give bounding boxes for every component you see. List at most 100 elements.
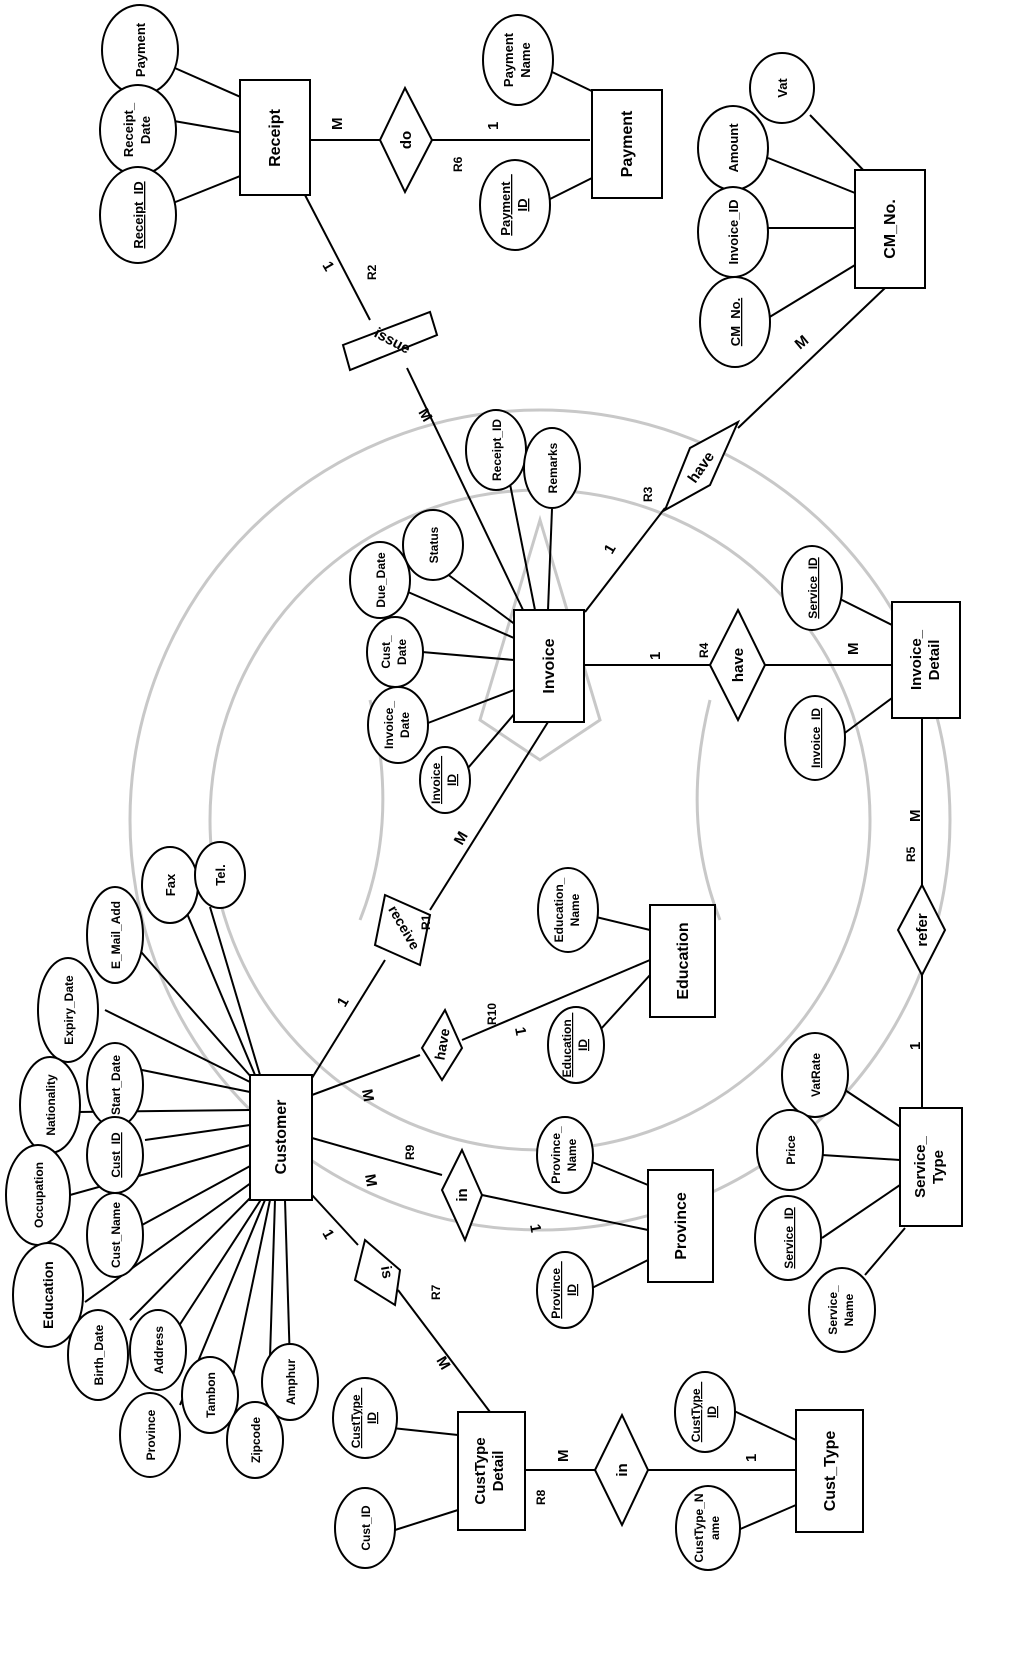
svg-text:ID: ID: [445, 774, 459, 786]
svg-text:Date: Date: [138, 116, 153, 144]
svg-text:Province_: Province_: [549, 1261, 563, 1319]
relationship-id-r9: R9: [403, 1144, 417, 1160]
cardinality-customer-have-r10: M: [358, 1088, 377, 1103]
relationship-is: is: [355, 1240, 400, 1305]
svg-text:Education_: Education_: [552, 877, 566, 942]
svg-text:Date: Date: [395, 639, 409, 665]
attribute-occupation: Occupation: [6, 1145, 70, 1245]
svg-text:Tambon: Tambon: [204, 1372, 218, 1418]
svg-text:Date: Date: [398, 712, 412, 738]
cardinality-cust-type-in-r8: 1: [743, 1454, 760, 1462]
cardinality-customer-in-r9: M: [361, 1173, 380, 1188]
svg-text:Invoice_: Invoice_: [382, 701, 396, 749]
cardinality-invoice-receive: M: [451, 829, 472, 848]
attribute-cust-name: Cust_Name: [87, 1193, 143, 1277]
svg-text:Fax: Fax: [163, 873, 178, 896]
svg-text:Cust_ID: Cust_ID: [109, 1132, 123, 1178]
svg-text:ID: ID: [515, 199, 530, 212]
svg-text:Education: Education: [40, 1261, 56, 1329]
svg-text:ID: ID: [576, 1039, 590, 1051]
attribute-custtype-id-ct: CustType_ ID: [675, 1372, 735, 1452]
svg-text:Service_ID: Service_ID: [782, 1207, 796, 1269]
cardinality-cm-have: M: [792, 332, 813, 353]
attribute-receipt-id: Receipt_ID: [100, 167, 176, 263]
svg-text:Start_Date: Start_Date: [109, 1055, 123, 1115]
relationship-in-r8-label: in: [614, 1463, 631, 1476]
cardinality-receipt-issue: 1: [319, 259, 338, 275]
cardinality-detail-refer: M: [907, 810, 924, 823]
attribute-birth-date: Birth_Date: [68, 1310, 128, 1400]
entity-cm-no: CM_No.: [855, 170, 925, 288]
attribute-vat: Vat: [750, 53, 814, 123]
attribute-nationality: Nationality: [20, 1057, 80, 1153]
attribute-education-name: Education_ Name: [538, 868, 598, 952]
cardinality-invoice-have-r3: 1: [601, 541, 620, 557]
svg-text:Amphur: Amphur: [284, 1359, 298, 1405]
svg-text:Address: Address: [152, 1326, 166, 1374]
svg-text:Birth_Date: Birth_Date: [92, 1324, 106, 1385]
svg-text:Receipt_: Receipt_: [121, 102, 136, 157]
attribute-province-cust: Province: [120, 1393, 180, 1477]
entity-receipt: Receipt: [240, 80, 310, 195]
attribute-vatrate: VatRate: [782, 1033, 848, 1117]
svg-text:Price: Price: [784, 1135, 798, 1165]
svg-text:CM_No.: CM_No.: [728, 298, 743, 346]
entity-invoice: Invoice: [514, 610, 584, 722]
svg-text:Invoice_ID: Invoice_ID: [726, 199, 741, 264]
cardinality-payment-do: 1: [485, 122, 502, 130]
attribute-tel: Tel.: [195, 842, 245, 908]
attribute-service-id: Service_ID: [755, 1196, 821, 1280]
relationship-id-r1: R1: [419, 914, 433, 930]
svg-text:ID: ID: [365, 1412, 379, 1424]
svg-text:Cust_Name: Cust_Name: [109, 1202, 123, 1268]
attributes: Payment Receipt_ Date Receipt_ID Payment…: [6, 5, 875, 1570]
svg-text:E_Mail_Add: E_Mail_Add: [109, 901, 123, 969]
attribute-address: Address: [130, 1310, 186, 1390]
attribute-education-id: Education_ ID: [548, 1007, 604, 1083]
svg-text:Education_: Education_: [560, 1012, 574, 1077]
svg-text:Vat: Vat: [775, 78, 790, 98]
cardinality-service-refer: 1: [907, 1042, 924, 1050]
svg-text:Status: Status: [427, 526, 441, 563]
attribute-amount: Amount: [698, 106, 768, 190]
entity-custtype-detail-label-2: Detail: [490, 1451, 507, 1492]
cardinality-custtype-detail-in-r8: M: [555, 1450, 572, 1463]
entity-invoice-detail-label-2: Detail: [926, 640, 943, 681]
attribute-payment-name: Payment Name: [483, 15, 553, 105]
svg-text:Occupation: Occupation: [32, 1162, 46, 1228]
svg-text:Expiry_Date: Expiry_Date: [62, 975, 76, 1045]
svg-text:Payment: Payment: [501, 32, 516, 87]
entity-cm-no-label: CM_No.: [882, 199, 899, 259]
attribute-cust-id-ctd: Cust_ID: [335, 1488, 395, 1568]
attribute-payment-id: Payment_ ID: [480, 160, 550, 250]
attribute-province-id: Province_ ID: [537, 1252, 593, 1328]
svg-text:Name: Name: [518, 42, 533, 77]
cardinality-customer-receive: 1: [334, 994, 353, 1010]
entity-payment-label: Payment: [619, 110, 636, 177]
cardinality-detail-have-r4: M: [845, 643, 862, 656]
relationship-have-r3: have: [665, 422, 738, 510]
attribute-cust-id: Cust_ID: [87, 1117, 143, 1193]
entity-education: Education: [650, 905, 715, 1017]
relationship-have-r10: have: [422, 1010, 462, 1080]
relationship-have-r4-label: have: [730, 648, 747, 682]
svg-text:Amount: Amount: [726, 123, 741, 173]
entity-customer-label: Customer: [273, 1100, 290, 1175]
relationship-do: do: [380, 88, 432, 192]
cardinality-receipt-do: M: [329, 118, 346, 131]
relationship-id-r6: R6: [451, 156, 465, 172]
cardinality-customer-is: 1: [319, 1227, 338, 1243]
entity-cust-type: Cust_Type: [796, 1410, 863, 1532]
attribute-due-date: Due_Date: [350, 542, 410, 618]
svg-text:ame: ame: [708, 1516, 722, 1540]
relationship-id-r4: R4: [697, 642, 711, 658]
svg-text:Name: Name: [842, 1293, 856, 1326]
attribute-invoice-id-cm: Invoice_ID: [698, 187, 768, 277]
attribute-receipt-id-inv: Receipt_ID: [466, 410, 526, 490]
cardinality-custtype-detail-is: M: [433, 1354, 454, 1373]
attribute-expiry-date: Expiry_Date: [38, 958, 98, 1062]
entity-invoice-label: Invoice: [541, 638, 558, 693]
entity-custtype-detail: CustType Detail: [458, 1412, 525, 1530]
svg-text:Due_Date: Due_Date: [374, 552, 388, 608]
